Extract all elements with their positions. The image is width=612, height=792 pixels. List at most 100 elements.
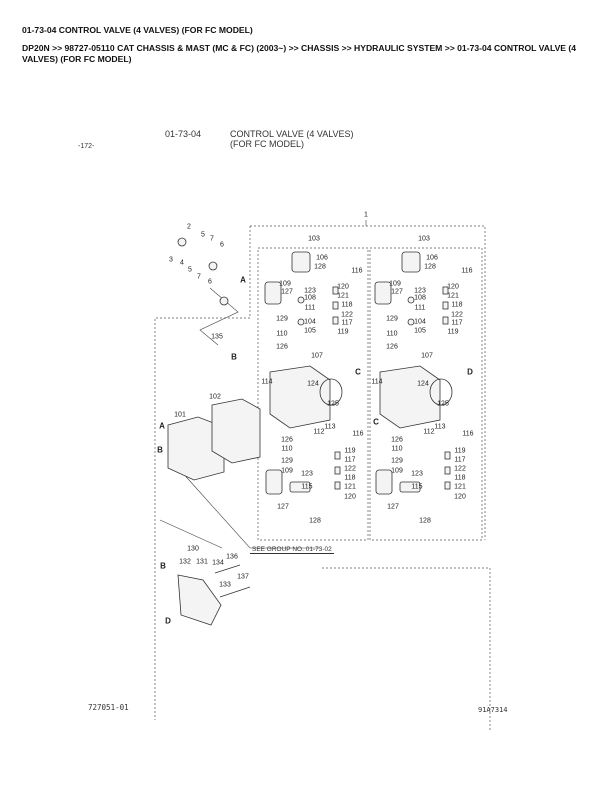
- right-valve-callout: 124: [417, 380, 429, 388]
- callout-label: 3: [169, 256, 173, 264]
- right-valve-boundary: [369, 247, 483, 541]
- right-valve-callout: 110: [391, 445, 403, 453]
- right-valve-callout: 119: [447, 328, 459, 336]
- valve-body-part: [269, 365, 331, 429]
- spool-part: [407, 296, 415, 304]
- left-valve-callout: 115: [301, 483, 313, 491]
- right-valve-callout: 116: [462, 430, 474, 438]
- left-valve-callout: 127: [281, 288, 293, 296]
- right-valve-callout: 105: [414, 327, 426, 335]
- left-valve-callout: 123: [301, 470, 313, 478]
- right-valve-callout: 122: [454, 465, 466, 473]
- right-valve-callout: 106: [426, 254, 438, 262]
- plug-part: [334, 481, 341, 490]
- left-valve-callout: 125: [327, 400, 339, 408]
- plug-part: [442, 316, 449, 325]
- fitting-part: [177, 237, 187, 247]
- bolt-part: [219, 586, 251, 598]
- plug-part: [444, 481, 451, 490]
- right-valve-callout: 121: [454, 483, 466, 491]
- plug-part: [334, 451, 341, 460]
- left-valve-callout: 107: [311, 352, 323, 360]
- left-valve-callout: 118: [344, 474, 356, 482]
- right-valve-callout: 113: [434, 423, 446, 431]
- breadcrumb[interactable]: DP20N >> 98727-05110 CAT CHASSIS & MAST …: [22, 43, 577, 64]
- port-marker: D: [165, 616, 171, 626]
- left-valve-callout: 110: [276, 330, 288, 338]
- solenoid-part: [265, 469, 283, 495]
- port-marker: A: [240, 275, 246, 285]
- left-valve-callout: 112: [313, 428, 325, 436]
- right-valve-callout: 107: [421, 352, 433, 360]
- callout-label: 134: [212, 559, 224, 567]
- right-valve-callout: 126: [391, 436, 403, 444]
- right-valve-callout: 129: [391, 457, 403, 465]
- right-valve-callout: 116: [461, 267, 473, 275]
- callout-label: 102: [209, 393, 221, 401]
- right-valve-callout: 127: [387, 503, 399, 511]
- left-valve-callout: 123: [304, 287, 316, 295]
- left-valve-callout: 119: [337, 328, 349, 336]
- right-valve-callout: 109: [391, 467, 403, 475]
- plug-part: [442, 301, 449, 310]
- outer-boundary: [250, 225, 486, 540]
- left-valve-callout: 120: [337, 283, 349, 291]
- plug-part: [334, 466, 341, 475]
- drawing-number: 727051-01: [88, 703, 129, 712]
- right-valve-callout: 119: [454, 447, 466, 455]
- right-valve-callout: 120: [454, 493, 466, 501]
- callout-label: 1: [364, 211, 368, 219]
- valve-body-part: [379, 365, 441, 429]
- right-valve-callout: 126: [386, 343, 398, 351]
- bolt-part: [214, 564, 241, 574]
- right-valve-callout: 117: [451, 319, 463, 327]
- port-marker: B: [157, 445, 163, 455]
- group-boundaries: [154, 225, 491, 730]
- left-valve-callout: 106: [316, 254, 328, 262]
- o-ring-part: [429, 378, 453, 406]
- fitting-part: [219, 296, 229, 306]
- right-valve-callout: 114: [371, 378, 383, 386]
- callout-label: 2: [187, 223, 191, 231]
- page-title: 01-73-04 CONTROL VALVE (4 VALVES) (FOR F…: [22, 25, 253, 35]
- left-valve-boundary: [257, 247, 369, 541]
- right-valve-callout: 111: [414, 304, 426, 312]
- port-marker: A: [159, 421, 165, 431]
- left-valve-callout: 128: [314, 263, 326, 271]
- callout-label: 7: [197, 273, 201, 281]
- right-valve-callout: 118: [451, 301, 463, 309]
- left-valve-callout: 128: [309, 517, 321, 525]
- left-valve-callout: 119: [344, 447, 356, 455]
- right-valve-callout: 109: [389, 280, 401, 288]
- right-valve-callout: 118: [454, 474, 466, 482]
- left-valve-callout: 122: [341, 311, 353, 319]
- plug-part: [442, 286, 449, 295]
- left-valve-callout: 127: [277, 503, 289, 511]
- bracket-part-130: [177, 574, 222, 626]
- right-valve-callout: 121: [447, 292, 459, 300]
- right-valve-callout: 120: [447, 283, 459, 291]
- left-valve-callout: 109: [281, 467, 293, 475]
- callout-label: 132: [179, 558, 191, 566]
- port-marker: B: [160, 561, 166, 571]
- left-valve-callout: 103: [308, 235, 320, 243]
- plug-part: [332, 301, 339, 310]
- solenoid-part: [401, 251, 421, 273]
- plug-part: [332, 316, 339, 325]
- callout-label: 136: [226, 553, 238, 561]
- right-valve-callout: 108: [414, 294, 426, 302]
- callout-label: 133: [219, 581, 231, 589]
- left-valve-callout: 117: [341, 319, 353, 327]
- solenoid-part: [264, 281, 282, 305]
- left-valve-callout: 105: [304, 327, 316, 335]
- right-valve-callout: 122: [451, 311, 463, 319]
- right-valve-callout: 128: [424, 263, 436, 271]
- callout-label: 7: [210, 235, 214, 243]
- right-valve-callout: 125: [437, 400, 449, 408]
- spool-part: [407, 318, 415, 326]
- right-valve-callout: 104: [414, 318, 426, 326]
- solenoid-part: [374, 281, 392, 305]
- left-valve-callout: 116: [352, 430, 364, 438]
- left-valve-callout: 129: [281, 457, 293, 465]
- left-valve-callout: 104: [304, 318, 316, 326]
